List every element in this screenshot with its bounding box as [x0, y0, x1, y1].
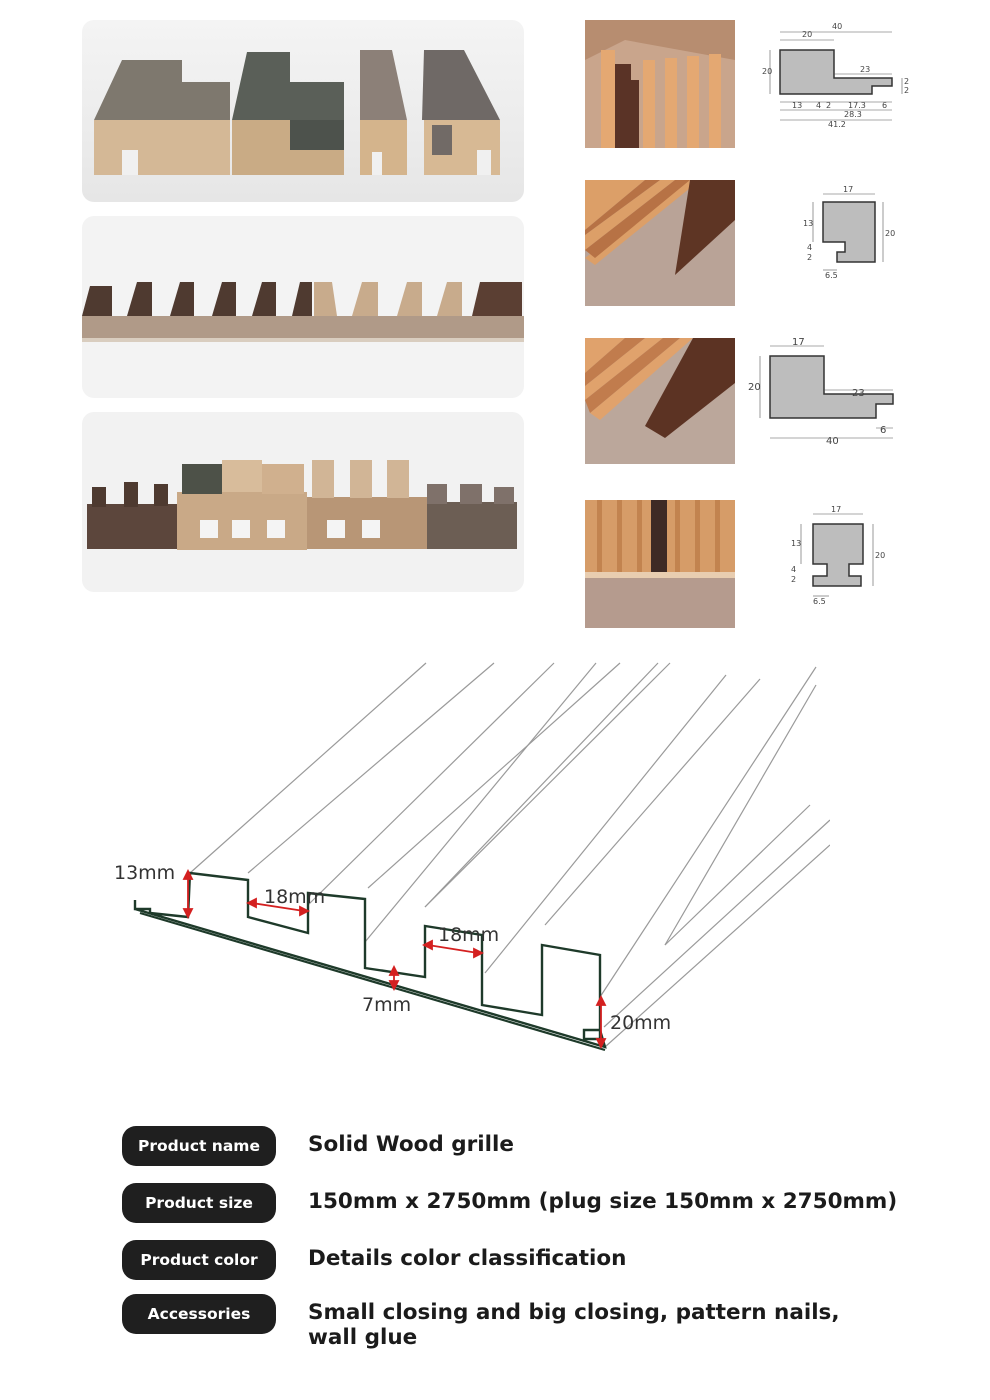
- photo-profiles-cross-section: [82, 412, 524, 592]
- spec-value: 150mm x 2750mm (plug size 150mm x 2750mm…: [308, 1189, 898, 1214]
- dim-label: 40: [826, 436, 839, 447]
- dim-label: 6.5: [813, 597, 826, 606]
- dim-7mm: 7mm: [362, 994, 411, 1016]
- photo-profiles-grey: [82, 20, 524, 202]
- spec-row-product-size: Product size 150mm x 2750mm (plug size 1…: [122, 1183, 897, 1223]
- dim-label: 20: [762, 67, 772, 76]
- dim-label: 17: [831, 505, 841, 514]
- thumb-corner-installation: [585, 20, 735, 148]
- spec-value-line-1: Small closing and big closing, pattern n…: [308, 1300, 840, 1325]
- spec-value-line-2: wall glue: [308, 1325, 418, 1350]
- dim-label: 23: [860, 65, 870, 74]
- dim-13mm: 13mm: [114, 862, 175, 884]
- spec-label: Accessories: [122, 1294, 276, 1334]
- dim-label: 41.2: [828, 120, 846, 129]
- dim-label: 13: [791, 539, 801, 548]
- spec-row-product-color: Product color Details color classificati…: [122, 1240, 626, 1280]
- spec-row-accessories: Accessories Small closing and big closin…: [122, 1294, 840, 1350]
- dim-label: 2: [791, 575, 796, 584]
- profile-sketch-3: 17 20 23 6 40: [748, 337, 918, 448]
- dim-label: 2: [904, 86, 909, 95]
- dim-label: 40: [832, 22, 842, 31]
- spec-value: Solid Wood grille: [308, 1132, 514, 1157]
- dim-label: 28.3: [844, 110, 862, 119]
- profile-sketch-2: 17 13 20 4 2 6.5: [795, 185, 895, 282]
- dim-label: 20: [802, 30, 812, 39]
- spec-label: Product color: [122, 1240, 276, 1280]
- dim-label: 17: [792, 337, 805, 348]
- spec-row-product-name: Product name Solid Wood grille: [122, 1126, 514, 1166]
- dim-label: 20: [748, 382, 761, 393]
- dim-label: 17: [843, 185, 853, 194]
- dim-label: 13: [803, 219, 813, 228]
- dim-20mm: 20mm: [610, 1012, 671, 1034]
- dim-label: 20: [885, 229, 895, 238]
- profile-sketch-1: 40 20 20 23 13 4 2 17.3 6 28.3 41.2 2 2: [762, 22, 912, 132]
- spec-label: Product size: [122, 1183, 276, 1223]
- dim-18mm-middle: 18mm: [438, 924, 499, 946]
- spec-value: Small closing and big closing, pattern n…: [308, 1294, 840, 1350]
- dim-label: 6.5: [825, 271, 838, 280]
- thumb-teak-slats-with-walnut: [585, 500, 735, 628]
- dim-label: 4: [816, 101, 821, 110]
- dim-label: 6: [882, 101, 887, 110]
- dim-label: 13: [792, 101, 802, 110]
- thumb-wide-slats: [585, 338, 735, 464]
- profile-sketch-4: 17 13 20 4 2 6.5: [785, 505, 895, 606]
- dim-label: 6: [880, 425, 886, 436]
- spec-value: Details color classification: [308, 1246, 627, 1271]
- grille-dimension-diagram: 13mm 18mm 18mm 7mm 20mm: [110, 655, 831, 1079]
- dim-label: 2: [826, 101, 831, 110]
- dim-label: 17.3: [848, 101, 866, 110]
- dim-label: 4: [807, 243, 812, 252]
- dim-label: 2: [807, 253, 812, 262]
- dim-label: 2: [904, 77, 909, 86]
- dim-label: 23: [852, 388, 865, 399]
- dim-label: 20: [875, 551, 885, 560]
- thumb-teak-walnut-slats: [585, 180, 735, 306]
- dim-label: 4: [791, 565, 796, 574]
- photo-profiles-mixed-row: [82, 216, 524, 398]
- spec-label: Product name: [122, 1126, 276, 1166]
- dim-18mm-top: 18mm: [264, 886, 325, 908]
